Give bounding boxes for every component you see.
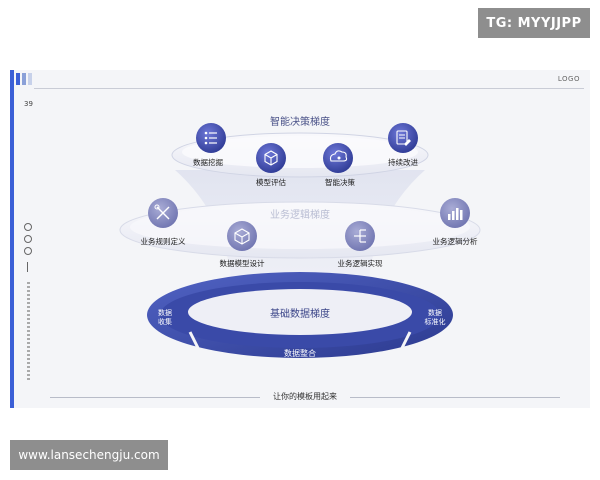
top-tier-title: 智能决策梯度 — [270, 115, 330, 128]
top-item-label-3: 智能决策 — [325, 177, 355, 187]
footer-divider-left — [50, 397, 260, 398]
slide: LOGO 39 — [10, 70, 590, 408]
base-left-label-2: 收集 — [158, 317, 172, 326]
header-divider — [34, 88, 584, 89]
middle-item-label-2: 数据模型设计 — [220, 258, 265, 268]
vertical-caption — [24, 282, 33, 382]
middle-tier-title: 业务逻辑梯度 — [270, 208, 330, 221]
bar-chart-icon — [440, 198, 470, 228]
nav-dots — [24, 223, 32, 255]
accent-stripe — [10, 70, 14, 408]
base-left-label-1: 数据 — [158, 308, 172, 317]
base-bottom-label: 数据整合 — [284, 348, 316, 358]
tools-icon — [148, 198, 178, 228]
nav-dash — [27, 262, 28, 272]
middle-item-label-4: 业务逻辑分析 — [433, 236, 478, 246]
footer-tagline: 让你的模板用起来 — [273, 392, 337, 401]
box-icon — [227, 221, 257, 251]
base-right-label-2: 标准化 — [425, 317, 446, 326]
document-edit-icon — [388, 123, 418, 153]
cube-icon — [256, 143, 286, 173]
flow-branch-icon — [345, 221, 375, 251]
gradient-diagram: 智能决策梯度 业务逻辑梯度 基础数据梯度 数据 收集 数据 标准化 数据整合 — [119, 115, 481, 358]
watermark-top: TG: MYYJJPP — [478, 8, 590, 38]
bottom-tier-title: 基础数据梯度 — [270, 307, 330, 320]
watermark-bottom: www.lansechengju.com — [10, 440, 168, 470]
middle-item-label-1: 业务规则定义 — [141, 236, 186, 246]
top-item-label-1: 数据挖掘 — [193, 157, 223, 167]
logo: LOGO — [557, 75, 580, 83]
top-item-label-2: 模型评估 — [256, 177, 286, 187]
base-right-label-1: 数据 — [428, 308, 442, 317]
cloud-settings-icon — [323, 143, 353, 173]
list-filter-icon — [196, 123, 226, 153]
page-number: 39 — [24, 100, 33, 108]
footer-divider-right — [350, 397, 560, 398]
brand-mark — [16, 73, 32, 85]
middle-item-label-3: 业务逻辑实现 — [338, 258, 383, 268]
top-item-label-4: 持续改进 — [388, 157, 418, 167]
